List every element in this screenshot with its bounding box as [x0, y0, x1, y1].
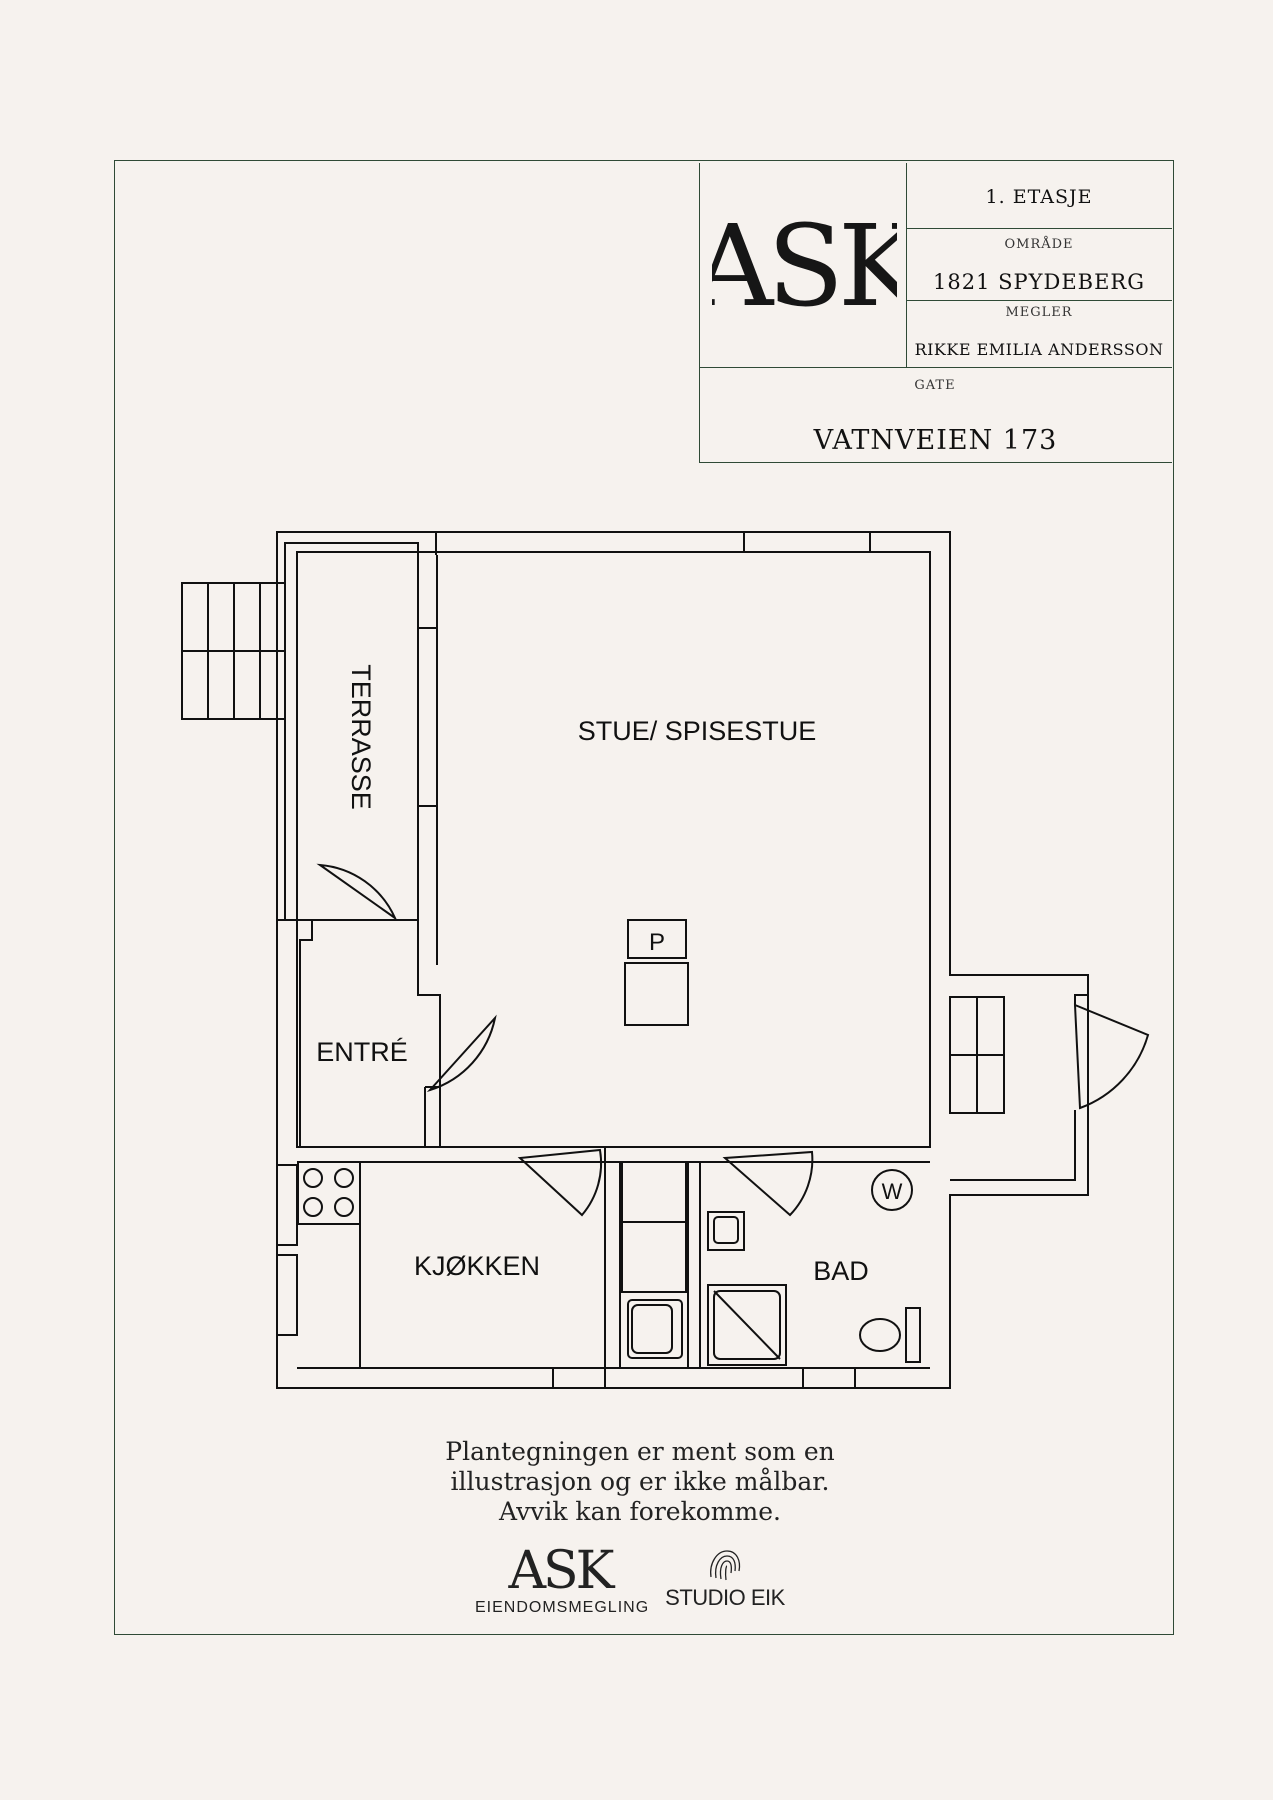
disclaimer-line-1: Plantegningen er ment som en	[445, 1437, 835, 1466]
studio-eik-fingerprint-icon	[710, 1550, 741, 1581]
studio-eik-text: STUDIO EIK	[665, 1585, 785, 1610]
agent-caption: MEGLER	[1005, 305, 1073, 320]
ask-logo-text: ASK	[712, 205, 897, 315]
ask-brand-sub: EIENDOMSMEGLING	[475, 1599, 650, 1616]
room-kjokken: KJØKKEN	[414, 1251, 540, 1281]
street-caption: GATE	[914, 378, 956, 393]
room-terrasse: TERRASSE	[346, 664, 376, 810]
area-caption: OMRÅDE	[1004, 237, 1074, 252]
page-frame	[114, 160, 1174, 1635]
floor-label: 1. ETASJE	[985, 186, 1093, 208]
room-stue: STUE/ SPISESTUE	[578, 716, 817, 746]
disclaimer: Plantegningen er ment som en illustrasjo…	[300, 1437, 980, 1527]
fireplace-label: P	[649, 929, 665, 956]
agent-value: RIKKE EMILIA ANDERSSON	[914, 340, 1164, 359]
room-entre: ENTRÉ	[316, 1037, 408, 1067]
disclaimer-line-3: Avvik kan forekomme.	[499, 1497, 781, 1526]
studio-eik-brand: STUDIO EIK	[660, 1545, 790, 1611]
ask-brand-logo: ASK	[508, 1541, 614, 1601]
ask-logo: ASK	[712, 205, 897, 315]
ask-brand: ASK EIENDOMSMEGLING	[475, 1541, 650, 1617]
area-value: 1821 SPYDEBERG	[932, 270, 1145, 294]
street-value: VATNVEIEN 173	[813, 425, 1058, 456]
disclaimer-line-2: illustrasjon og er ikke målbar.	[450, 1467, 830, 1496]
washer-label: W	[882, 1179, 903, 1204]
room-bad: BAD	[813, 1256, 869, 1286]
outer-wall	[276, 531, 1089, 1389]
